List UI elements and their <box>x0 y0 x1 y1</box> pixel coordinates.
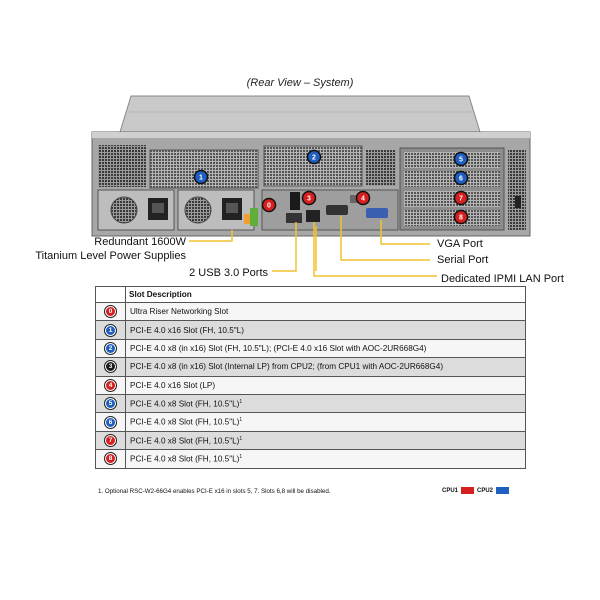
slot-number-cell: 1 <box>95 320 126 340</box>
table-row: 6 PCI-E 4.0 x8 Slot (FH, 10.5"L)1 <box>95 412 526 432</box>
legend-cpu2-label: CPU2 <box>477 487 494 494</box>
table-row: 2 PCI-E 4.0 x8 (in x16) Slot (FH, 10.5"L)… <box>95 338 526 359</box>
table-row: 8 PCI-E 4.0 x8 Slot (FH, 10.5"L)1 <box>95 449 526 469</box>
footnote-marker: 1 <box>239 417 243 424</box>
usb-callout: 2 USB 3.0 Ports <box>189 267 268 279</box>
footnote-marker: 1 <box>239 435 243 442</box>
slot-number-cell: 8 <box>95 449 126 469</box>
diagram-slot-badge: 4 <box>355 190 371 206</box>
diagram-slot-badge-number: 4 <box>361 196 365 203</box>
slot-badge: 4 <box>104 378 117 392</box>
slot-description-text: PCI-E 4.0 x8 (in x16) Slot (FH, 10.5"L);… <box>130 343 427 353</box>
diagram-slot-badge: 0 <box>261 197 277 213</box>
slot-2-bay <box>263 145 363 187</box>
table-row: 7 PCI-E 4.0 x8 Slot (FH, 10.5"L)1 <box>95 430 526 451</box>
slot-badge: 2 <box>104 341 117 355</box>
slot-description-table: Slot Description 0 Ultra Riser Networking… <box>95 286 526 469</box>
slot-badge: 7 <box>104 433 117 447</box>
slot-number-cell: 6 <box>95 412 126 432</box>
table-row: 5 PCI-E 4.0 x8 Slot (FH, 10.5"L)1 <box>95 393 526 414</box>
slot-badge: 8 <box>104 452 117 466</box>
footnote-marker: 1 <box>239 398 243 405</box>
slot-description: PCI-E 4.0 x16 Slot (LP) <box>125 375 526 395</box>
footnote-marker: 1 <box>239 453 243 460</box>
slot-badge: 5 <box>104 397 117 411</box>
table-row: 1 PCI-E 4.0 x16 Slot (FH, 10.5"L) <box>95 320 526 340</box>
diagram-slot-badge-number: 2 <box>312 155 316 162</box>
callout-lines <box>189 216 437 277</box>
diagram-slot-badge-number: 7 <box>459 196 463 203</box>
slot-description-text: PCI-E 4.0 x8 Slot (FH, 10.5"L) <box>130 454 240 464</box>
slot-description-text: PCI-E 4.0 x16 Slot (FH, 10.5"L) <box>130 325 244 335</box>
diagram-slot-badge-number: 5 <box>459 157 463 164</box>
diagram-slot-badge-number: 8 <box>459 215 463 222</box>
serial-port <box>326 205 348 215</box>
diagram-slot-badge: 7 <box>453 190 469 206</box>
slot-description: Ultra Riser Networking Slot <box>125 301 526 322</box>
psu-callout-line1: Redundant 1600W <box>94 236 186 248</box>
cpu-legend: CPU1 CPU2 <box>442 487 510 494</box>
table-header-description: Slot Description <box>125 286 526 303</box>
slot-description-text: PCI-E 4.0 x8 (in x16) Slot (Internal LP)… <box>130 362 444 372</box>
diagram-slot-badge-number: 1 <box>199 175 203 182</box>
vent-mesh-middle <box>366 150 396 186</box>
vent-mesh-left <box>98 145 146 187</box>
legend-cpu1-label: CPU1 <box>442 487 459 494</box>
slot-description-text: PCI-E 4.0 x8 Slot (FH, 10.5"L) <box>130 417 240 427</box>
diagram-slot-badge: 5 <box>453 151 469 167</box>
chassis-top-cover <box>119 95 481 133</box>
vga-callout: VGA Port <box>437 238 483 250</box>
legend-cpu2-swatch <box>496 487 510 494</box>
ipmi-lan-port <box>306 210 320 222</box>
diagram-slot-badge-number: 6 <box>459 176 463 183</box>
power-supply-1 <box>97 189 175 231</box>
vga-port <box>366 208 388 218</box>
usb-ports <box>290 192 300 210</box>
diagram-slot-badge: 3 <box>301 190 317 206</box>
slot-number-cell: 4 <box>95 375 126 395</box>
table-row: 4 PCI-E 4.0 x16 Slot (LP) <box>95 375 526 395</box>
slot-number-cell: 0 <box>95 301 126 322</box>
slot-description: PCI-E 4.0 x8 Slot (FH, 10.5"L)1 <box>125 430 526 451</box>
ipmi-callout: Dedicated IPMI LAN Port <box>441 273 564 285</box>
slot-description: PCI-E 4.0 x16 Slot (FH, 10.5"L) <box>125 320 526 340</box>
slot-number-cell: 7 <box>95 430 126 451</box>
diagram-slot-badge-number: 3 <box>307 196 311 203</box>
slot-description-text: PCI-E 4.0 x16 Slot (LP) <box>130 380 216 390</box>
table-header-number <box>95 286 126 303</box>
slot-badge: 0 <box>104 305 117 319</box>
slot-number-cell: 3 <box>95 357 126 377</box>
serial-callout: Serial Port <box>437 254 489 266</box>
slot-description: PCI-E 4.0 x8 (in x16) Slot (FH, 10.5"L);… <box>125 338 526 359</box>
psu-callout-line2: Titanium Level Power Supplies <box>35 250 186 262</box>
power-supply-2 <box>177 189 255 231</box>
diagram-slot-badge: 6 <box>453 170 469 186</box>
legend-cpu1-swatch <box>461 487 475 494</box>
table-row: 3 PCI-E 4.0 x8 (in x16) Slot (Internal LP… <box>95 357 526 377</box>
diagram-caption: (Rear View – System) <box>246 77 354 89</box>
slot-badge: 6 <box>104 415 117 429</box>
diagram-slot-badge-number: 0 <box>267 203 271 210</box>
slot-description: PCI-E 4.0 x8 (in x16) Slot (Internal LP)… <box>125 357 526 377</box>
slot-description: PCI-E 4.0 x8 Slot (FH, 10.5"L)1 <box>125 412 526 432</box>
slot-number-cell: 2 <box>95 338 126 359</box>
table-footnote: 1. Optional RSC-W2-66G4 enables PCI-E x1… <box>98 488 331 495</box>
diagram-slot-badge: 1 <box>193 169 209 185</box>
slot-description-text: Ultra Riser Networking Slot <box>130 307 229 317</box>
diagram-slot-badge: 2 <box>306 149 322 165</box>
table-row: 0 Ultra Riser Networking Slot <box>95 301 526 322</box>
slot-description: PCI-E 4.0 x8 Slot (FH, 10.5"L)1 <box>125 393 526 414</box>
slot-description: PCI-E 4.0 x8 Slot (FH, 10.5"L)1 <box>125 449 526 469</box>
slot-description-text: PCI-E 4.0 x8 Slot (FH, 10.5"L) <box>130 436 240 446</box>
slot-badge: 3 <box>104 360 117 374</box>
slot-number-cell: 5 <box>95 393 126 414</box>
slot-description-text: PCI-E 4.0 x8 Slot (FH, 10.5"L) <box>130 399 240 409</box>
slot-badge: 1 <box>104 323 117 337</box>
diagram-slot-badge: 8 <box>453 209 469 225</box>
